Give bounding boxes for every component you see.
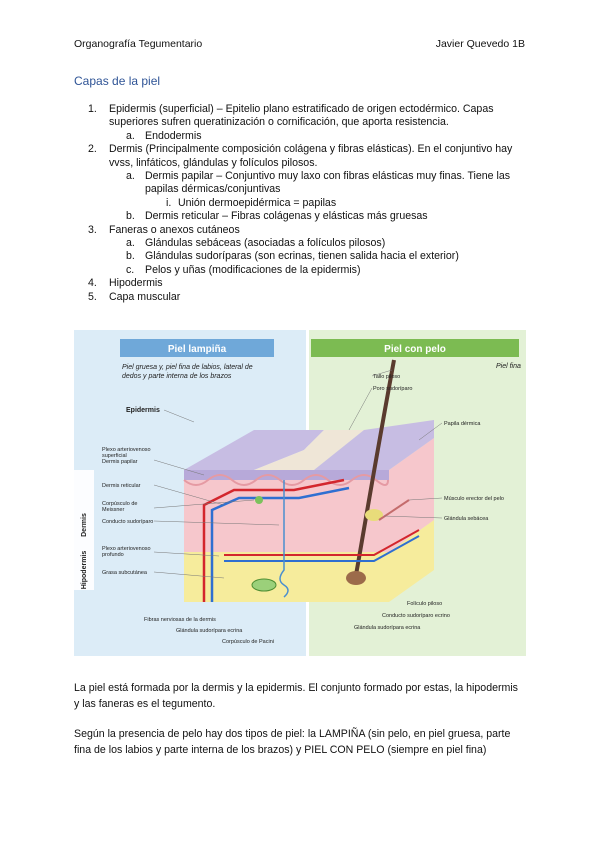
label-plexo-prof-1: Plexo arteriovenoso <box>102 546 151 552</box>
list-item: a. Dermis papilar – Conjuntivo muy laxo c… <box>74 170 534 197</box>
deep-artery <box>224 529 420 556</box>
list-item: i. Unión dermoepidérmica = papilas <box>74 197 534 210</box>
hair-shaft <box>354 359 396 576</box>
list-item: 4. Hipodermis <box>74 277 534 290</box>
bottom-labels: Fibras nerviosas de la dermis Glándula s… <box>144 617 274 645</box>
epidermis-edge <box>184 470 389 480</box>
label-glandula-left: Glándula sudorípara ecrina <box>176 628 243 634</box>
list-text: Epidermis (superficial) – Epitelio plano… <box>109 103 494 129</box>
label-sebacea: Glándula sebácea <box>444 516 489 522</box>
right-banner <box>311 339 519 357</box>
list-item: a. Glándulas sebáceas (asociadas a folícu… <box>74 237 534 250</box>
right-subtitle: Piel fina <box>496 363 521 370</box>
list-text: Hipodermis <box>109 277 163 290</box>
list-text: Capa muscular <box>109 290 181 303</box>
label-meissner-1: Corpúsculo de <box>102 501 137 507</box>
list-text: Dermis papilar – Conjuntivo muy laxo con… <box>145 170 511 196</box>
list-text: Endodermis <box>145 129 202 142</box>
list-item: 2. Dermis (Principalmente composición col… <box>74 143 534 170</box>
skin-diagram: Piel lampiña Piel con pelo Piel gruesa y… <box>74 330 526 656</box>
list-marker: b. <box>126 210 135 223</box>
list-marker: i. <box>166 196 172 209</box>
label-tallo: Tallo piloso <box>373 374 400 380</box>
side-label-hipodermis: Hipodermis <box>81 551 88 590</box>
side-labels-bg <box>74 470 94 590</box>
list-marker: a. <box>126 129 135 142</box>
deep-vein <box>224 535 420 562</box>
list-marker: 1. <box>88 103 97 115</box>
list-text: Dermis reticular – Fibras colágenas y el… <box>145 210 428 223</box>
list-marker: c. <box>126 263 135 276</box>
pacini-corpuscle <box>251 578 277 592</box>
right-leader-lines <box>348 369 443 519</box>
document-title: Organografía Tegumentario <box>74 38 203 50</box>
side-label-dermis: Dermis <box>81 513 88 537</box>
paragraph-tipos-piel: Según la presencia de pelo hay dos tipos… <box>74 728 511 756</box>
list-marker: a. <box>126 170 135 183</box>
list-item: 5. Capa muscular <box>74 291 534 304</box>
label-conducto-left: Conducto sudoríparo <box>102 519 153 525</box>
list-text: Glándulas sudoríparas (son ecrinas, tien… <box>145 250 459 263</box>
section-heading: Capas de la piel <box>74 74 161 88</box>
right-labels: Tallo piloso Poro sudoríparo Papila dérm… <box>354 374 504 631</box>
list-text: Pelos y uñas (modificaciones de la epide… <box>145 263 361 276</box>
list-marker: a. <box>126 237 135 250</box>
epidermis-left-surface <box>184 430 324 470</box>
dermal-papillae <box>183 474 389 486</box>
label-dermis-papilar: Dermis papilar <box>102 459 138 465</box>
label-glandula-right: Glándula sudorípara ecrina <box>354 625 421 631</box>
label-plexo-sup-2: superficial <box>102 453 127 459</box>
label-dermis-reticular: Dermis reticular <box>102 483 141 489</box>
vein <box>210 486 350 602</box>
list-item: 3. Faneras o anexos cutáneos <box>74 224 534 237</box>
label-grasa: Grasa subcutánea <box>102 570 148 576</box>
paragraph-tegumento: La piel está formada por la dermis y la … <box>74 682 518 710</box>
sebaceous-gland <box>365 509 383 521</box>
label-epidermis: Epidermis <box>126 407 160 414</box>
list-marker: 3. <box>88 223 97 236</box>
list-text: Glándulas sebáceas (asociadas a folículo… <box>145 237 386 250</box>
layers-outline: 1. Epidermis (superficial) – Epitelio pla… <box>74 103 534 304</box>
label-papila: Papila dérmica <box>444 421 481 427</box>
epidermis-top-surface <box>254 430 364 470</box>
list-item: c. Pelos y uñas (modificaciones de la epi… <box>74 264 534 277</box>
label-conducto-right: Conducto sudoríparo ecrino <box>382 613 450 619</box>
meissner-corpuscle <box>255 496 263 504</box>
left-subtitle-1: Piel gruesa y, piel fina de labios, late… <box>122 364 253 371</box>
list-text: Dermis (Principalmente composición colág… <box>109 143 513 169</box>
epidermis-right-surface <box>314 420 434 470</box>
list-marker: 5. <box>88 290 97 303</box>
label-musculo: Músculo erector del pelo <box>444 496 504 502</box>
hair-bulb <box>346 571 366 585</box>
list-item: b. Glándulas sudoríparas (son ecrinas, ti… <box>74 250 534 263</box>
left-labels: Epidermis Plexo arteriovenoso superficia… <box>102 407 160 576</box>
list-text: Faneras o anexos cutáneos <box>109 223 240 236</box>
left-subtitle-2: dedos y parte interna de los brazos <box>122 373 232 380</box>
left-banner-title: Piel lampiña <box>168 344 227 355</box>
arrector-muscle <box>378 499 410 521</box>
artery <box>202 478 345 602</box>
author-name: Javier Quevedo 1B <box>435 38 525 50</box>
label-poro: Poro sudoríparo <box>373 386 412 392</box>
left-leader-lines <box>153 409 280 579</box>
left-banner <box>120 339 274 357</box>
list-marker: b. <box>126 250 135 263</box>
label-meissner-2: Meissner <box>102 507 124 513</box>
label-pacini: Corpúsculo de Pacini <box>222 639 274 645</box>
label-plexo-sup-1: Plexo arteriovenoso <box>102 447 151 453</box>
label-plexo-prof-2: profundo <box>102 552 124 558</box>
list-text: Unión dermoepidérmica = papilas <box>178 196 337 209</box>
right-banner-title: Piel con pelo <box>384 344 446 355</box>
label-fibras: Fibras nerviosas de la dermis <box>144 617 216 623</box>
sweat-duct <box>279 480 289 598</box>
list-item: 1. Epidermis (superficial) – Epitelio pla… <box>74 103 534 130</box>
list-marker: 4. <box>88 277 97 290</box>
label-foliculo: Folículo piloso <box>407 601 442 607</box>
list-item: a. Endodermis <box>74 130 534 143</box>
list-item: b. Dermis reticular – Fibras colágenas y … <box>74 210 534 223</box>
list-marker: 2. <box>88 143 97 156</box>
skin-diagram-svg: Piel lampiña Piel con pelo Piel gruesa y… <box>74 330 526 656</box>
